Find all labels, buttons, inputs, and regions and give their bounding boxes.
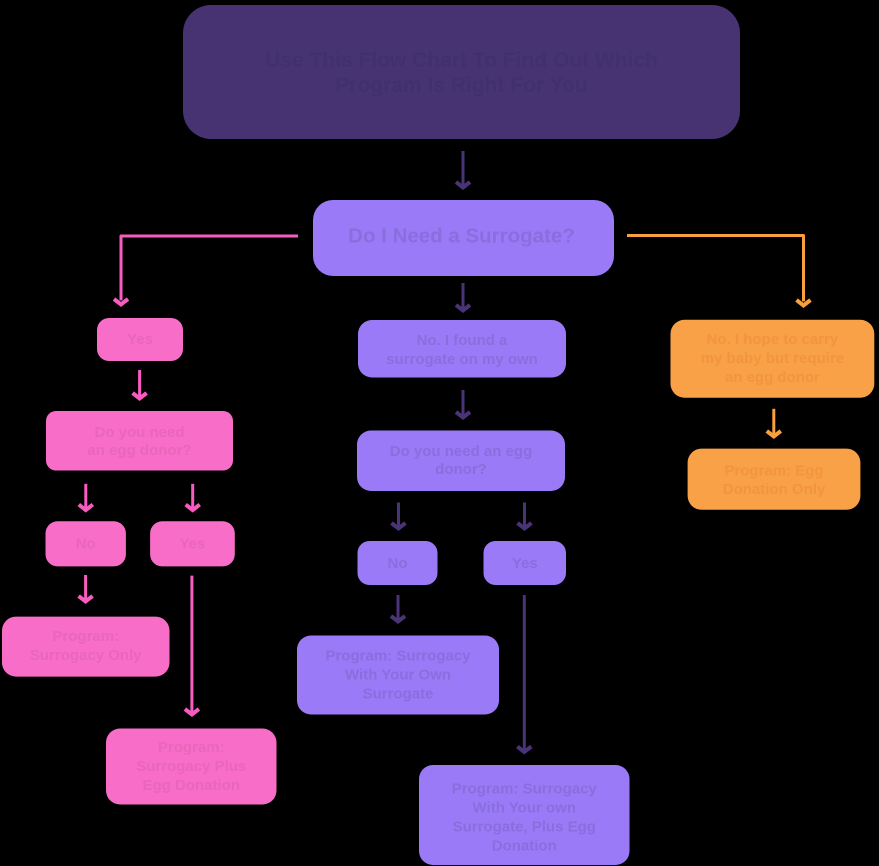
svg-text:Do you need an egg: Do you need an egg — [390, 443, 533, 460]
svg-text:Program:: Program: — [158, 739, 225, 756]
svg-text:my baby but require: my baby but require — [701, 350, 844, 367]
svg-text:With Your Own: With Your Own — [345, 667, 451, 684]
svg-text:Surrogate, Plus Egg: Surrogate, Plus Egg — [453, 819, 596, 836]
svg-text:Egg Donation: Egg Donation — [143, 777, 241, 794]
svg-text:Donation: Donation — [492, 838, 557, 855]
svg-text:an egg donor: an egg donor — [725, 369, 820, 386]
svg-text:Surrogate: Surrogate — [363, 686, 434, 703]
svg-text:No: No — [388, 555, 408, 572]
svg-text:No: No — [76, 535, 96, 552]
svg-text:Program Is Right For You: Program Is Right For You — [335, 74, 587, 97]
svg-text:With Your own: With Your own — [473, 800, 576, 817]
svg-text:No. I hope to carry: No. I hope to carry — [707, 331, 839, 348]
svg-text:Surrogacy Plus: Surrogacy Plus — [136, 758, 246, 775]
svg-text:Do you need: Do you need — [94, 424, 184, 441]
svg-text:Yes: Yes — [180, 535, 206, 552]
svg-text:Program:: Program: — [52, 628, 119, 645]
svg-text:Yes: Yes — [512, 555, 538, 572]
svg-text:Do I Need a Surrogate?: Do I Need a Surrogate? — [348, 225, 575, 248]
svg-text:Yes: Yes — [127, 331, 153, 348]
svg-text:donor?: donor? — [435, 461, 487, 478]
svg-text:Program: Egg: Program: Egg — [724, 462, 823, 479]
svg-text:Program: Surrogacy: Program: Surrogacy — [325, 648, 471, 665]
svg-text:No. I found a: No. I found a — [417, 332, 508, 349]
svg-text:an egg donor?: an egg donor? — [87, 442, 191, 459]
svg-text:Use This Flow Chart To Find Ou: Use This Flow Chart To Find Out Which — [265, 49, 658, 72]
svg-text:Surrogacy Only: Surrogacy Only — [30, 647, 142, 664]
svg-text:Program: Surrogacy: Program: Surrogacy — [452, 781, 598, 798]
svg-text:Donation Only: Donation Only — [723, 481, 826, 498]
svg-text:surrogate on my own: surrogate on my own — [386, 351, 538, 368]
